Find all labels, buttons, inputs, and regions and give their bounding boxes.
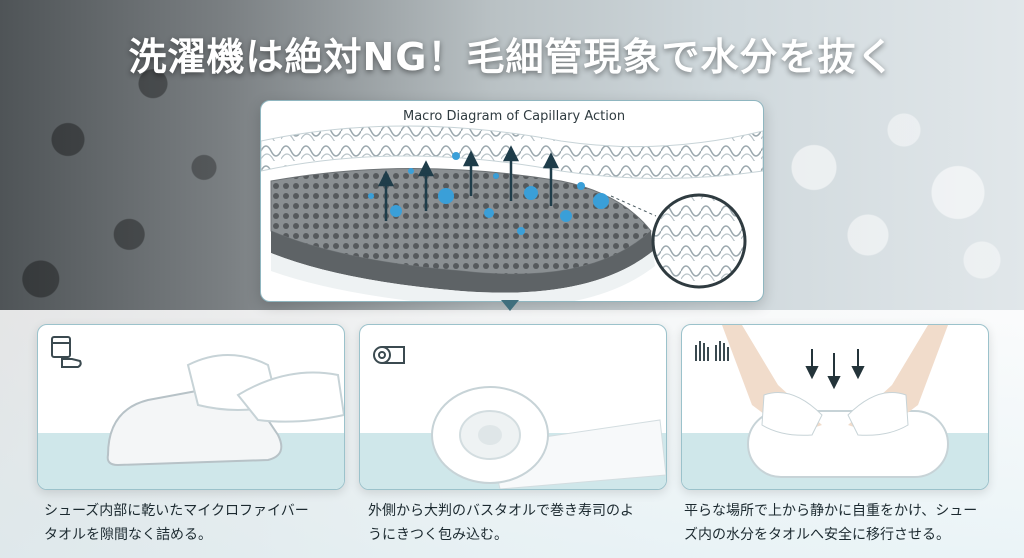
- glove-right: [847, 392, 909, 436]
- capillary-diagram-illustration: [261, 125, 763, 301]
- water-droplets: [368, 152, 609, 235]
- step-3-caption: 平らな場所で上から静かに自重をかけ、シュー ズ内の水分をタオルへ安全に移行させる…: [684, 503, 978, 543]
- step-1-caption: シューズ内部に乾いたマイクロファイバー タオルを隙間なく詰める。: [44, 503, 309, 543]
- step-2-caption: 外側から大判のバスタオルで巻き寿司のよ うにきつく包み込む。: [368, 503, 634, 543]
- shoe-outsole: [271, 251, 655, 301]
- towel-and-shoe-icon: [51, 336, 82, 368]
- gloved-hand-right: [236, 371, 344, 423]
- diagram-pointer: [501, 300, 519, 311]
- glove-left: [761, 392, 823, 436]
- rolled-towel-icon: [373, 346, 405, 364]
- step-2-illustration: [373, 346, 666, 489]
- page-title: 洗濯機は絶対NG！毛細管現象で水分を抜く: [128, 35, 896, 79]
- pressing-hands-icon: [695, 341, 729, 361]
- step-card-2: [359, 324, 667, 490]
- shoe-sole-rim: [271, 231, 653, 293]
- capillary-diagram: Macro Diagram of Capillary Action: [260, 100, 764, 302]
- step-card-3: [681, 324, 989, 490]
- bubbles-background: [724, 80, 1024, 330]
- magnifier-leader: [610, 195, 657, 217]
- step-card-1: [37, 324, 345, 490]
- fiber-magnifier: [651, 193, 747, 289]
- down-arrows: [805, 349, 865, 390]
- upward-arrows: [377, 145, 560, 221]
- step-3-illustration: [695, 325, 949, 478]
- diagram-title: Macro Diagram of Capillary Action: [403, 109, 626, 124]
- step-1-illustration: [51, 336, 344, 467]
